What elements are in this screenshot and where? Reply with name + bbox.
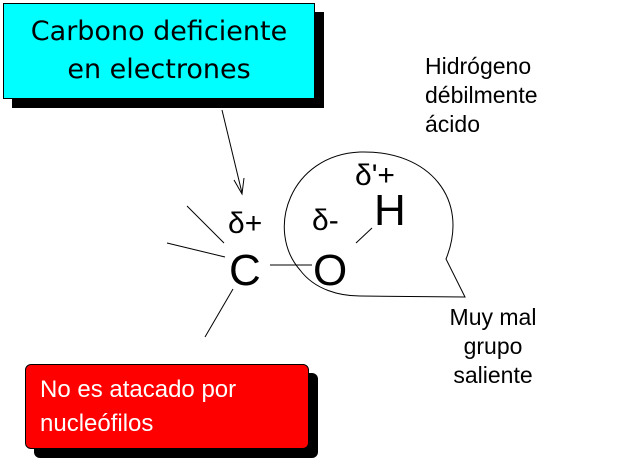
label-line: Hidrógeno — [425, 53, 532, 79]
nucleophile-callout: No es atacado por nucleófilos — [25, 364, 309, 449]
hydrogen-charge: δ'+ — [355, 159, 395, 192]
o-h-bond — [355, 227, 373, 244]
hydrogen-atom: H — [374, 186, 406, 235]
substituent-bond — [186, 205, 225, 244]
oxygen-atom: O — [313, 246, 347, 295]
label-line: saliente — [453, 362, 533, 388]
callout-line: en electrones — [67, 54, 251, 85]
carbon-callout: Carbono deficiente en electrones — [3, 3, 315, 99]
carbon-charge: δ+ — [228, 207, 262, 240]
callout-line: nucleófilos — [40, 409, 154, 437]
label-line: Muy mal grupo — [449, 304, 537, 359]
substituent-bond — [204, 288, 234, 338]
hydrogen-label: Hidrógeno débilmente ácido — [425, 52, 538, 139]
oxygen-charge: δ- — [312, 204, 339, 237]
arrow-head — [233, 177, 245, 196]
arrow-line — [221, 109, 243, 194]
callout-line: Carbono deficiente — [30, 16, 288, 47]
speech-balloon — [283, 151, 466, 298]
carbon-atom: C — [229, 246, 261, 295]
label-line: débilmente — [425, 82, 538, 108]
label-line: ácido — [425, 111, 480, 137]
leaving-group-label: Muy mal grupo saliente — [418, 303, 568, 390]
callout-line: No es atacado por — [40, 375, 237, 403]
substituent-bond — [166, 242, 226, 258]
